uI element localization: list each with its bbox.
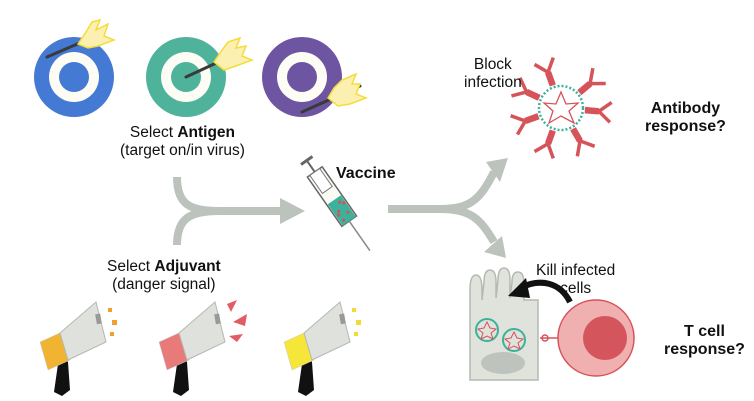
merge-arrow [173,176,280,246]
split-arrow [388,170,498,245]
antibody-icon [577,67,606,96]
red-megaphone-icon [158,300,247,396]
arrow-fletching-icon [212,36,255,71]
antibody-response-line1: Antibody [650,100,721,117]
antibody-icon [584,100,613,124]
antibody-icon [533,129,556,159]
block-infection-line2: infection [464,74,522,91]
t-cell-response-line2: response? [664,341,745,358]
t-cell-response-line1: T cell [684,323,725,340]
block-infection-label: Block infection [464,56,522,92]
block-infection-line1: Block [473,56,512,73]
t-cell [540,299,635,377]
antigen-select-prefix: Select [129,124,178,141]
antibody-icon [533,57,556,87]
antigen-subtitle: (target on/in virus) [120,142,245,159]
arrow-fletching-icon [327,72,369,107]
kill-infected-line2: cells [560,280,592,297]
viral-rna-icon [542,90,580,125]
arrow-fletching-icon [76,18,117,49]
antigen-select-bold: Antigen [177,124,235,141]
cell-nucleus-icon [481,352,525,374]
orange-megaphone-icon [39,301,117,396]
adjuvant-subtitle: (danger signal) [112,276,216,293]
t-cell-nucleus-icon [583,316,627,360]
antigen-target-blue [34,18,117,117]
antibody-icon [511,77,541,101]
adjuvant-select-prefix: Select [107,258,155,275]
t-cell-response-label: T cell response? [664,323,745,359]
split-arrowhead-down-icon [484,236,506,258]
split-arrowhead-up-icon [486,158,508,182]
vaccine-label: Vaccine [336,165,396,182]
antigen-label: Select Antigen (target on/in virus) [120,124,245,160]
merge-arrowhead-icon [280,198,305,224]
adjuvant-label: Select Adjuvant (danger signal) [107,258,221,294]
kill-infected-label: Kill infected cells [536,262,615,298]
antigen-target-green [146,36,255,117]
antibody-icon [570,127,596,157]
kill-infected-line1: Kill infected [536,262,616,279]
yellow-megaphone-icon [283,301,361,396]
virus-with-antibodies [510,57,613,159]
kill-arrowhead-icon [508,278,530,298]
adjuvant-select-bold: Adjuvant [154,258,221,275]
antibody-response-line2: response? [645,118,726,135]
syringe-icon [300,155,371,252]
antibody-icon [510,113,540,136]
antibody-response-label: Antibody response? [645,100,726,136]
megaphones [39,300,361,396]
antigen-target-purple [262,37,369,117]
